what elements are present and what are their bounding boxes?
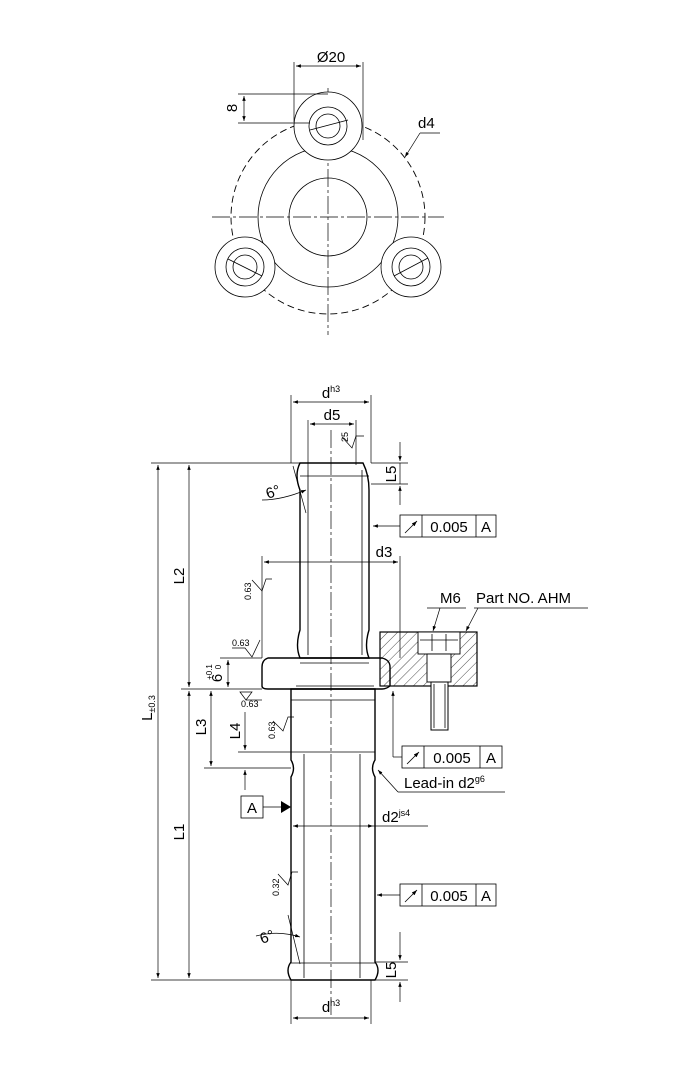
tol-top-value: 0.005	[430, 519, 468, 536]
dim-L1-label: L1	[171, 824, 188, 841]
dim-L-total-label: L±0.3	[139, 695, 157, 721]
dim-d5-label: d5	[324, 407, 341, 424]
dim-L3-label: L3	[193, 719, 210, 736]
side-view: dh3 d5 25 L5 6° 0.005 A	[139, 384, 588, 1024]
dim-8-label: 8	[224, 104, 241, 112]
roughness-symbol	[232, 639, 261, 658]
shaft-lower-outline	[287, 688, 379, 981]
angle-bot-label: 6°	[258, 927, 277, 948]
boss-top-outer	[293, 91, 363, 161]
m6-leader-arrow	[432, 607, 441, 632]
lead-in-leader-arrow	[377, 769, 399, 793]
roughness-063-b: 0.63	[232, 638, 250, 648]
roughness-symbol	[239, 691, 253, 701]
dim-d2-label: d2js4	[382, 808, 410, 826]
roughness-25: 25	[340, 432, 350, 442]
tol-mid-value: 0.005	[433, 750, 471, 767]
tol-top-datum: A	[481, 519, 491, 536]
dim-d3-label: d3	[376, 544, 393, 561]
body-bore-circle	[288, 177, 368, 257]
dim-d-top-label: dh3	[322, 384, 340, 402]
datum-a-label: A	[247, 800, 257, 817]
boss-left-inner	[232, 254, 258, 280]
tolerance-frame-bottom: 0.005 A	[399, 883, 497, 907]
dim-6-label: 6	[209, 674, 226, 682]
tolerance-frame-mid: 0.005 A	[401, 745, 503, 769]
boss-right-inner	[398, 254, 424, 280]
boss-left-middle	[225, 247, 265, 287]
roughness-symbol	[341, 435, 364, 449]
angle-arc-bottom	[255, 932, 301, 938]
roughness-032: 0.32	[271, 878, 281, 896]
tol-mid-datum: A	[486, 750, 496, 767]
dim-L5-bot-label: L5	[383, 962, 400, 979]
tol-bot-datum: A	[481, 888, 491, 905]
dim-dia20-label: Ø20	[317, 49, 345, 66]
d4-leader-arrow	[404, 132, 421, 158]
datum-a-symbol: A	[240, 795, 291, 819]
part-no-label: Part NO. AHM	[476, 590, 571, 607]
angle-top-label: 6°	[264, 482, 283, 503]
roughness-063-c: 0.63	[241, 699, 259, 709]
boss-top-inner	[315, 113, 341, 139]
dim-6-zero: 0	[214, 664, 223, 669]
dim-6-plus: +0.1	[205, 664, 214, 680]
tol-bot-value: 0.005	[430, 888, 468, 905]
dim-d4-label: d4	[418, 115, 435, 132]
roughness-symbol	[251, 578, 272, 592]
roughness-063-d: 0.63	[267, 721, 277, 739]
dim-d-bot-label: dh3	[322, 998, 340, 1016]
top-view: Ø20 8 d4	[212, 49, 444, 335]
clamp-block	[379, 631, 478, 731]
dim-L5-top-label: L5	[383, 466, 400, 483]
part-no-leader-arrow	[465, 607, 479, 632]
lead-in-label: Lead-in d2g6	[404, 774, 485, 792]
tolerance-frame-top: 0.005 A	[399, 514, 497, 538]
boss-left-axis	[227, 258, 263, 277]
dim-L2-label: L2	[171, 568, 188, 585]
dim-L4-label: L4	[227, 723, 244, 740]
angle-arc-top	[261, 489, 307, 501]
m6-label: M6	[440, 590, 461, 607]
roughness-symbol	[277, 871, 298, 886]
roughness-symbol	[272, 716, 294, 732]
roughness-063-a: 0.63	[243, 582, 253, 600]
boss-right-middle	[391, 247, 431, 287]
boss-top-axis	[309, 119, 349, 131]
boss-right-axis	[393, 257, 429, 277]
boss-left-outer	[214, 236, 276, 298]
boss-top-middle	[308, 106, 348, 146]
